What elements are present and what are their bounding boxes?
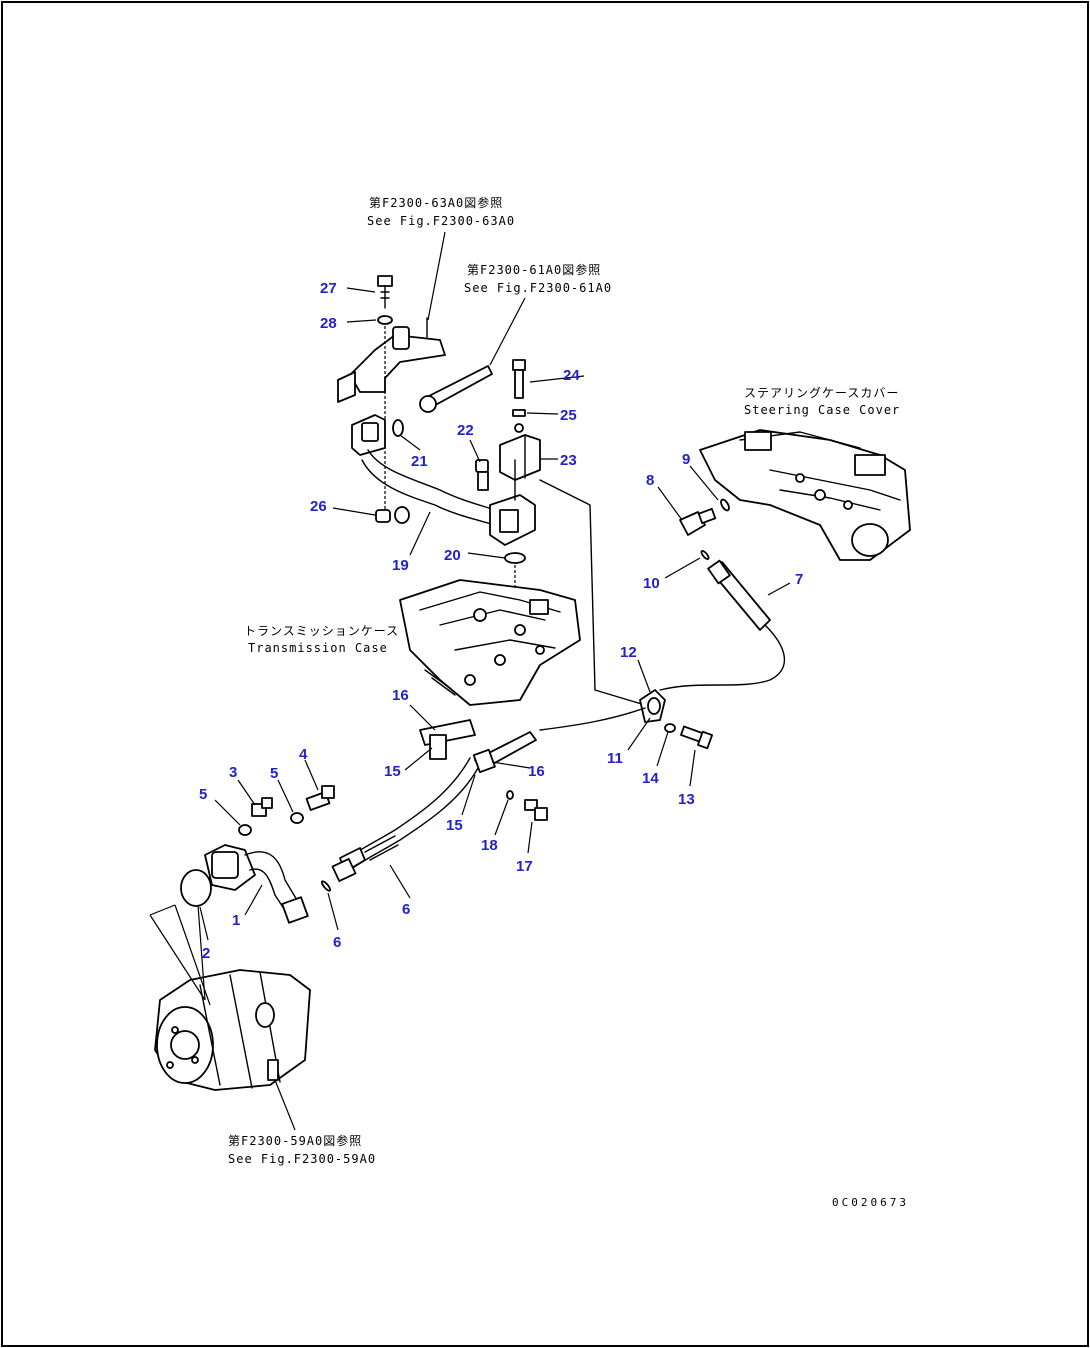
fitting-22 [475, 459, 489, 491]
ref-top-pipe: 第F2300-61A0図参照 See Fig.F2300-61A0 [464, 262, 612, 366]
callout-1: 1 [232, 912, 240, 929]
bolt-24 [512, 359, 526, 399]
callout-19: 19 [392, 557, 409, 574]
bolt-17 [524, 799, 548, 821]
hose-top [419, 365, 493, 413]
ref-top-bracket: 第F2300-63A0図参照 See Fig.F2300-63A0 [367, 195, 515, 321]
plug-26 [375, 506, 410, 524]
callout-6a: 6 [333, 934, 341, 951]
callout-24: 24 [563, 367, 580, 384]
o-ring-2 [180, 869, 212, 907]
callout-7: 7 [795, 571, 803, 588]
ref-steering: ステアリングケースカバー Steering Case Cover [744, 386, 900, 417]
ref-top-pipe-en: See Fig.F2300-61A0 [464, 281, 612, 295]
callout-11: 11 [607, 750, 623, 767]
callout-13: 13 [678, 791, 695, 808]
elbow-1 [204, 844, 309, 924]
callout-12: 12 [620, 644, 637, 661]
washer-28 [377, 315, 393, 325]
fitting-8 [679, 508, 717, 536]
callout-9: 9 [682, 451, 690, 468]
steering-case-cover [699, 429, 911, 561]
o-ring-21 [392, 419, 404, 437]
callout-22: 22 [457, 422, 474, 439]
hose-12-16 [539, 707, 646, 731]
o-ring-leader [197, 904, 206, 1001]
callout-leaders [199, 287, 791, 941]
clamp-16-upper [419, 719, 476, 760]
washer-14 [664, 723, 676, 733]
block-23 [499, 434, 541, 481]
washer-18 [506, 790, 514, 800]
callout-16a: 16 [392, 687, 409, 704]
callout-26: 26 [310, 498, 327, 515]
ref-transmission: トランスミッションケース Transmission Case [244, 624, 399, 655]
callout-23: 23 [560, 452, 577, 469]
hose-7 [659, 559, 786, 691]
callout-2: 2 [202, 945, 210, 962]
callout-25: 25 [560, 407, 577, 424]
o-ring-9 [720, 498, 730, 512]
ref-top-pipe-leader [489, 297, 526, 366]
pump-assembly [154, 969, 311, 1091]
callout-6b: 6 [402, 901, 410, 918]
callout-4: 4 [299, 746, 308, 763]
callout-15b: 15 [446, 817, 463, 834]
clamp-16-lower [472, 748, 496, 774]
ref-steering-jp: ステアリングケースカバー [744, 386, 899, 400]
callout-15a: 15 [384, 763, 401, 780]
callout-5a: 5 [199, 786, 207, 803]
callout-27: 27 [320, 280, 337, 297]
ref-top-bracket-en: See Fig.F2300-63A0 [367, 214, 515, 228]
o-ring-20 [504, 552, 526, 564]
washer-5b [290, 812, 304, 824]
washer-25 [512, 409, 526, 417]
ref-top-bracket-leader [427, 231, 446, 321]
ref-top-pipe-jp: 第F2300-61A0図参照 [467, 262, 601, 277]
bolt-3 [251, 797, 273, 817]
ref-bottom-jp: 第F2300-59A0図参照 [228, 1133, 362, 1148]
washer-5a [238, 824, 252, 836]
callout-8: 8 [646, 472, 654, 489]
transmission-case [399, 579, 581, 706]
ref-bottom-en: See Fig.F2300-59A0 [228, 1152, 376, 1166]
callout-16b: 16 [528, 763, 545, 780]
callout-20: 20 [444, 547, 461, 564]
ref-transmission-jp: トランスミッションケース [244, 624, 399, 638]
callout-17: 17 [516, 858, 533, 875]
callout-21: 21 [411, 453, 428, 470]
tube-assembly-19 [351, 414, 536, 546]
hose-23-12 [539, 479, 646, 706]
ref-bottom-leader [274, 1079, 296, 1131]
callout-14: 14 [642, 770, 659, 787]
bolt-4 [305, 785, 335, 811]
ref-bottom: 第F2300-59A0図参照 See Fig.F2300-59A0 [228, 1133, 376, 1166]
ref-top-bracket-jp: 第F2300-63A0図参照 [369, 195, 503, 210]
callout-5b: 5 [270, 765, 278, 782]
bolt-27 [377, 275, 393, 309]
clamp-12 [639, 689, 666, 723]
o-ring-6 [320, 880, 332, 892]
upper-bracket [337, 317, 446, 403]
callout-28: 28 [320, 315, 337, 332]
callout-3: 3 [229, 764, 237, 781]
callout-labels: 1 2 3 4 5 5 6 6 7 8 9 10 11 12 13 14 15 … [199, 280, 803, 962]
ref-transmission-en: Transmission Case [248, 641, 388, 655]
callout-10: 10 [643, 575, 660, 592]
drawing-code: 0C020673 [832, 1196, 909, 1209]
ref-steering-en: Steering Case Cover [744, 403, 900, 417]
o-ring-10 [700, 550, 710, 560]
bolt-13 [680, 725, 713, 750]
callout-18: 18 [481, 837, 498, 854]
